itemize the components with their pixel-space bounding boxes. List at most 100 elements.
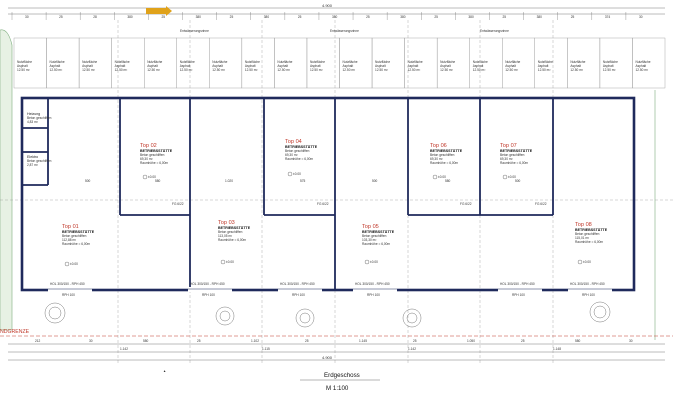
door-sublabel: RPH 100 — [202, 293, 215, 297]
door-opening — [353, 287, 397, 292]
unit-height: Raumhöhe = 6,00m — [218, 238, 246, 242]
door-sublabel: RPH 100 — [292, 293, 305, 297]
unit-type: BETRIEBSSTÄTTE — [430, 149, 463, 153]
unit-floor: Beton geschliffen — [500, 153, 525, 157]
interior-walls — [22, 98, 554, 290]
bottom-dim-label-2: 1.142 — [120, 347, 128, 351]
stall-surface: Asphalt — [310, 64, 321, 68]
unit-area: 103,30 m² — [362, 238, 376, 242]
stall-label: Nutzfläche — [505, 60, 520, 64]
top-dim-label: 380 — [127, 15, 133, 19]
door-opening — [48, 287, 92, 292]
room-heizung-area: 4,83 m² — [27, 120, 38, 124]
bottom-dim-label: 1.050 — [467, 339, 475, 343]
bottom-dimension-chain: 4.900 — [8, 343, 665, 361]
room-elektro-floor: Beton geschliffen — [27, 159, 52, 163]
unit-type: BETRIEBSSTÄTTE — [362, 230, 395, 234]
top-dim-label: 380 — [264, 15, 270, 19]
bottom-dim-label-2: 1.115 — [262, 347, 270, 351]
stall-label: Nutzfläche — [50, 60, 65, 64]
unit-name: Top 08 — [575, 222, 592, 228]
stall-area: 12.50 m² — [375, 68, 388, 72]
drawing-scale: M 1:100 — [326, 385, 349, 392]
top-dim-label: 28 — [93, 15, 97, 19]
top-dim-label: 30 — [25, 15, 29, 19]
building-outline — [20, 96, 636, 292]
top-dim-label: 380 — [196, 15, 202, 19]
mid-dim-label: 580 — [155, 179, 161, 183]
stall-area: 12.50 m² — [473, 68, 486, 72]
bottom-dim-label: 25 — [521, 339, 525, 343]
unit-height: Raumhöhe = 6,00m — [430, 161, 458, 165]
unit-area: 69,30 m² — [285, 153, 298, 157]
unit-floor: Beton geschliffen — [430, 153, 455, 157]
unit-height: Raumhöhe = 6,00m — [575, 240, 603, 244]
unit-level: ±0.00 — [226, 260, 234, 264]
top-dim-label: 25 — [59, 15, 63, 19]
stall-area: 12.50 m² — [17, 68, 30, 72]
door-opening — [278, 287, 322, 292]
door-opening — [188, 287, 232, 292]
room-elektro-name: Elektro — [27, 155, 38, 159]
bottom-dim-label: 30 — [89, 339, 93, 343]
bottom-dim-label: 1.145 — [359, 339, 367, 343]
stall-surface: Asphalt — [375, 64, 386, 68]
bottom-dim-label-2: 1.148 — [553, 347, 561, 351]
fg-label: FG 6/22 — [460, 202, 472, 206]
top-dim-label: 380 — [400, 15, 406, 19]
unit-name: Top 02 — [140, 143, 157, 149]
unit-level: ±0.00 — [293, 172, 301, 176]
unit-name: Top 06 — [430, 143, 447, 149]
drawing-title: Erdgeschoss — [324, 372, 360, 379]
unit-floor: Beton geschliffen — [62, 234, 87, 238]
top-dim-label: 25 — [571, 15, 575, 19]
stall-surface: Asphalt — [603, 64, 614, 68]
fg-label: FG 6/22 — [535, 202, 547, 206]
top-dim-label: 380 — [468, 15, 474, 19]
unit-area: 69,30 m² — [500, 157, 513, 161]
fg-label: FG 6/22 — [317, 202, 329, 206]
unit-height: Raumhöhe = 6,00m — [62, 242, 90, 246]
room-heizung-name: Heizung — [27, 112, 40, 116]
unit-area: 112,88 m² — [62, 238, 76, 242]
stall-area: 12.50 m² — [635, 68, 648, 72]
top-dim-label: 25 — [434, 15, 438, 19]
overall-dim-top: 4.900 — [322, 3, 333, 8]
unit-level: ±0.00 — [583, 260, 591, 264]
stall-area: 12.50 m² — [82, 68, 95, 72]
property-boundary-green — [0, 29, 13, 331]
stall-surface: Asphalt — [115, 64, 126, 68]
door-sublabel: RPH 100 — [512, 293, 525, 297]
level-marker — [502, 174, 508, 180]
stall-label: Nutzfläche — [82, 60, 97, 64]
stall-label: Nutzfläche — [635, 60, 650, 64]
top-dim-label: 25 — [161, 15, 165, 19]
bottom-dim-label: 25 — [197, 339, 201, 343]
bottom-dim-label: 30 — [629, 339, 633, 343]
stall-area: 12.50 m² — [245, 68, 258, 72]
unit-name: Top 07 — [500, 143, 517, 149]
stall-area: 12.50 m² — [50, 68, 63, 72]
top-dim-label: 25 — [230, 15, 234, 19]
stall-surface: Asphalt — [17, 64, 28, 68]
stall-surface: Asphalt — [277, 64, 288, 68]
unit-level: ±0.00 — [438, 175, 446, 179]
unit-type: BETRIEBSSTÄTTE — [140, 149, 173, 153]
stall-surface: Asphalt — [245, 64, 256, 68]
stall-label: Nutzfläche — [343, 60, 358, 64]
stall-surface: Asphalt — [343, 64, 354, 68]
door-label: HOL 300/150 - RPH 450 — [570, 282, 605, 286]
stall-area: 12.50 m² — [408, 68, 421, 72]
stall-surface: Asphalt — [570, 64, 581, 68]
unit-area: 113,05 m² — [218, 234, 232, 238]
stall-label: Nutzfläche — [603, 60, 618, 64]
unit-height: Raumhöhe = 6,00m — [285, 157, 313, 161]
mid-dim-label: 580 — [445, 179, 451, 183]
stall-area: 12.50 m² — [212, 68, 225, 72]
stall-surface: Asphalt — [473, 64, 484, 68]
trees — [44, 301, 611, 328]
unit-height: Raumhöhe = 6,00m — [362, 242, 390, 246]
